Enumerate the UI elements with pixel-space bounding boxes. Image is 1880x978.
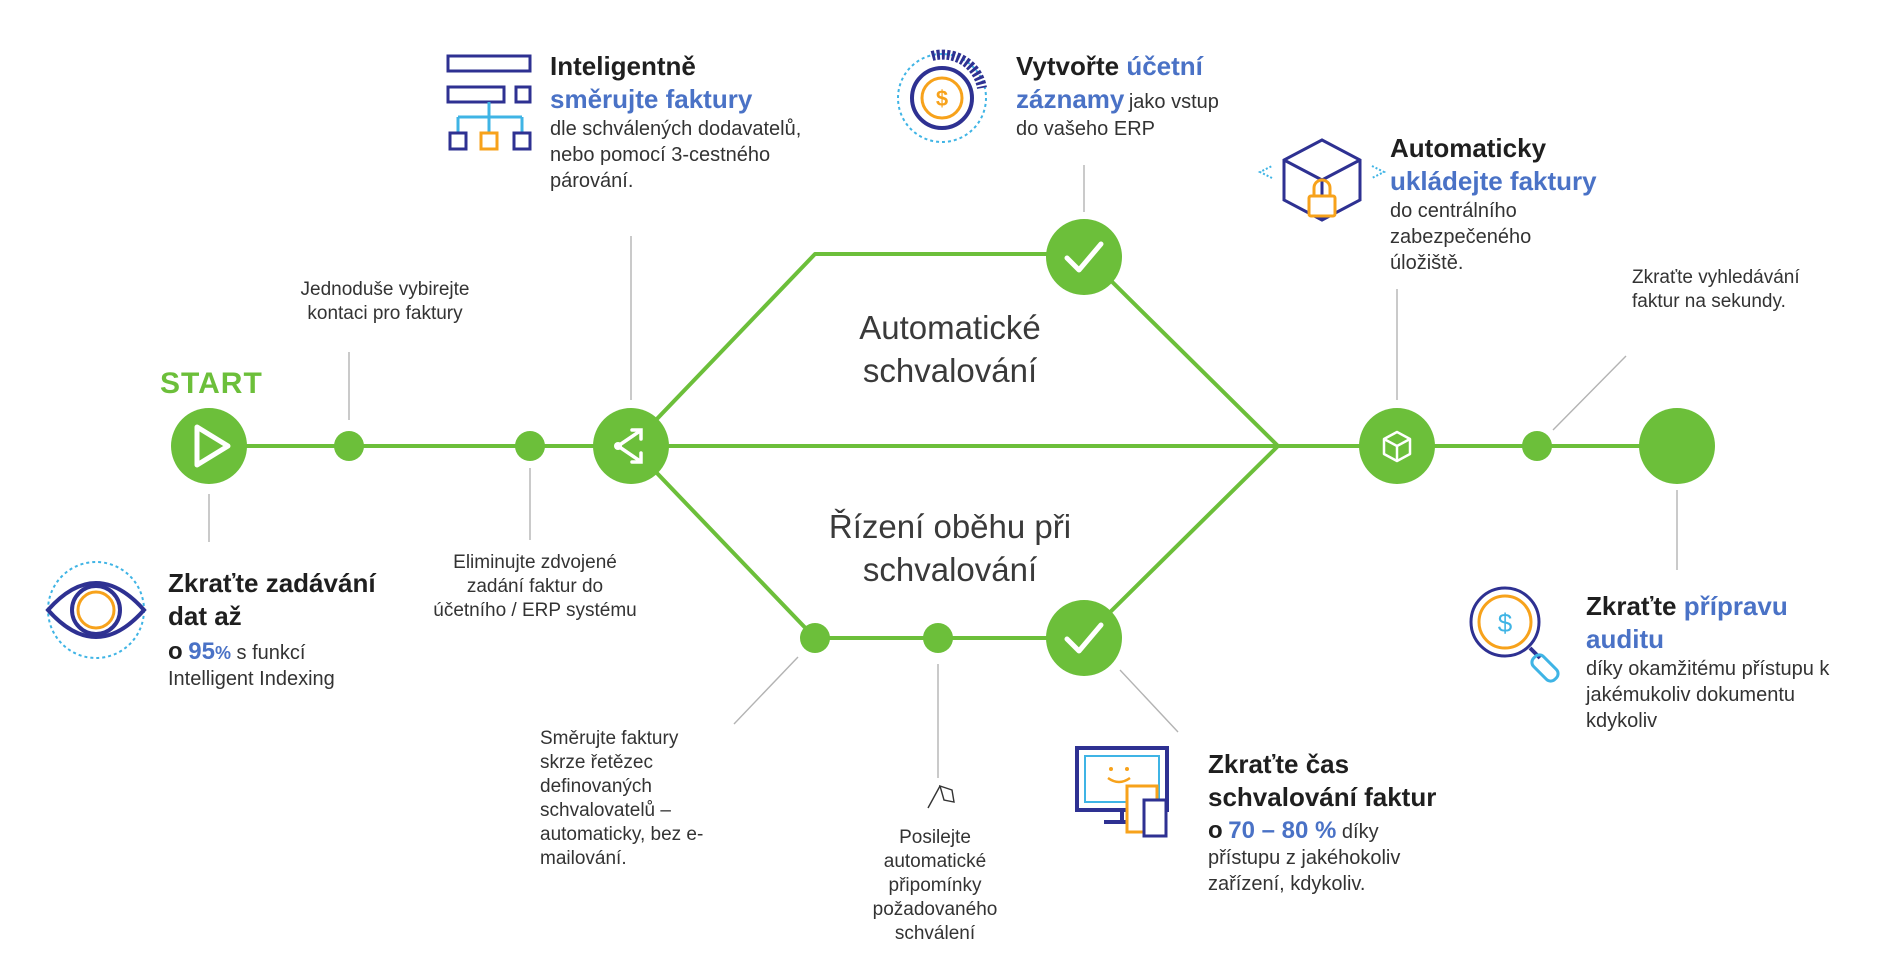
- step-dot: [334, 431, 364, 461]
- split-node: [593, 408, 669, 484]
- card-records-highlight2: záznamy: [1016, 84, 1125, 114]
- svg-text:$: $: [936, 86, 948, 111]
- card-approval-time-rest: díky: [1341, 821, 1379, 843]
- card-indexing-prefix: o: [168, 638, 183, 665]
- eye-icon: [45, 561, 147, 659]
- card-records-line1: Vytvořte účetní: [1016, 50, 1296, 83]
- card-approval-time-head: Zkraťte čas schvalování faktur: [1208, 749, 1437, 812]
- card-indexing-head: Zkraťte zadávání dat až: [168, 568, 376, 631]
- card-storage-head: Automaticky: [1390, 133, 1547, 163]
- card-routing-highlight: směrujte faktury: [550, 84, 753, 114]
- card-storage: Automaticky ukládejte faktury do centrál…: [1390, 132, 1690, 276]
- card-approval-time-value: 70 – 80 %: [1228, 817, 1337, 844]
- card-records-line3: do vašeho ERP: [1016, 118, 1155, 140]
- step-dot: [515, 431, 545, 461]
- step-dot: [800, 623, 830, 653]
- flag-icon: [927, 784, 955, 809]
- share-icon: [616, 428, 643, 464]
- card-records-rest: jako vstup: [1128, 91, 1219, 113]
- card-audit-body: díky okamžitému přístupu k jakémukoliv d…: [1586, 658, 1830, 732]
- note-eliminate-double: Eliminujte zdvojené zadání faktur do úče…: [433, 552, 637, 621]
- svg-text:$: $: [1498, 608, 1513, 638]
- card-records-head: Vytvořte: [1016, 51, 1120, 81]
- card-audit-line1: Zkraťte přípravu: [1586, 590, 1856, 623]
- magnifier-dollar-icon: $: [1469, 586, 1560, 683]
- card-routing-head: Inteligentně: [550, 51, 696, 81]
- note-search: Zkraťte vyhledávání faktur na sekundy.: [1632, 267, 1800, 312]
- step-dot: [923, 623, 953, 653]
- note-route-chain: Směrujte faktury skrze řetězec definovan…: [540, 728, 704, 869]
- card-audit: Zkraťte přípravu auditu díky okamžitému …: [1586, 590, 1856, 734]
- card-approval-time: Zkraťte čas schvalování faktur o 70 – 80…: [1208, 748, 1498, 897]
- org-chart-icon: [446, 54, 532, 151]
- cube-icon: [1382, 430, 1412, 463]
- play-icon: [194, 424, 231, 468]
- card-indexing-line1: o 95% s funkcí: [168, 639, 408, 666]
- check-icon: [1064, 241, 1104, 273]
- connector-lines: [208, 165, 1678, 778]
- devices-icon: [1075, 746, 1169, 838]
- check-icon: [1064, 622, 1104, 654]
- card-storage-highlight: ukládejte faktury: [1390, 166, 1597, 196]
- card-indexing-rest: s funkcí: [236, 642, 306, 664]
- card-storage-body: do centrálního zabezpečeného úložiště.: [1390, 200, 1532, 274]
- branch-workflow-label: Řízení oběhu při schvalování: [828, 508, 1072, 588]
- approve-node-bottom: [1046, 600, 1122, 676]
- note-reminders: Posilejte automatické připomínky požadov…: [872, 827, 998, 944]
- step-dot: [1522, 431, 1552, 461]
- card-routing-body: dle schválených dodavatelů, nebo pomocí …: [550, 118, 802, 192]
- storage-node: [1359, 408, 1435, 484]
- card-routing: Inteligentně směrujte faktury dle schvál…: [550, 50, 840, 194]
- note-choose-contacts: Jednoduše vybirejte kontaci pro faktury: [300, 279, 470, 324]
- card-audit-highlight1: přípravu: [1683, 591, 1788, 621]
- start-node: [171, 408, 247, 484]
- card-records: Vytvořte účetní záznamy jako vstup do va…: [1016, 50, 1296, 142]
- card-indexing: Zkraťte zadávání dat až o 95% s funkcí I…: [168, 567, 408, 692]
- branch-auto-label: Automatické schvalování: [859, 309, 1041, 389]
- card-indexing-value: 95: [188, 638, 215, 665]
- coin-icon: $: [897, 49, 987, 143]
- end-node: [1639, 408, 1715, 484]
- locked-box-icon: [1257, 138, 1387, 222]
- card-approval-time-prefix: o: [1208, 817, 1223, 844]
- start-label: START: [160, 367, 263, 400]
- card-audit-highlight2: auditu: [1586, 624, 1664, 654]
- card-indexing-unit: %: [214, 643, 231, 663]
- card-audit-head: Zkraťte: [1586, 591, 1677, 621]
- card-records-highlight1: účetní: [1126, 51, 1203, 81]
- card-indexing-line2: Intelligent Indexing: [168, 668, 335, 690]
- approve-node-top: [1046, 219, 1122, 295]
- card-records-line2: záznamy jako vstup: [1016, 83, 1296, 116]
- card-approval-time-body: přístupu z jakéhokoliv zařízení, kdykoli…: [1208, 847, 1401, 895]
- card-approval-time-line1: o 70 – 80 % díky: [1208, 818, 1498, 845]
